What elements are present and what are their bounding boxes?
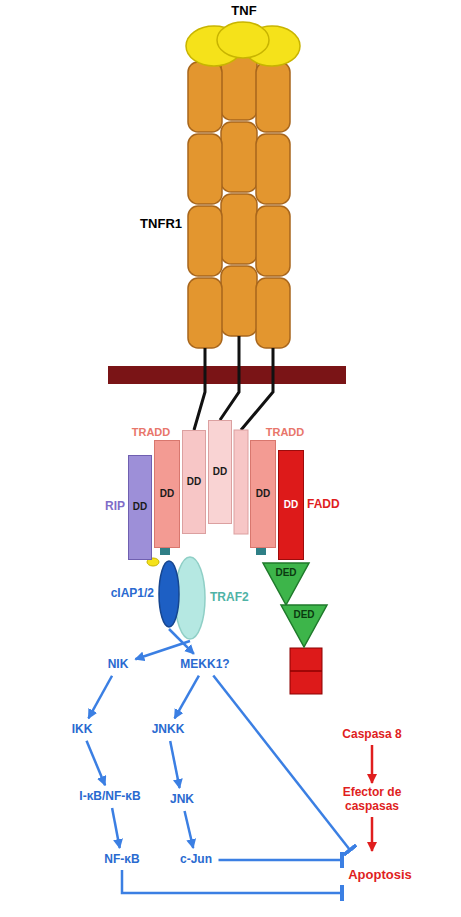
pathway-protein: NIK [104,656,133,674]
node-label: Efector de caspasas [332,786,412,814]
death-domain: DD [182,430,206,534]
protein-name: TRADD [266,426,305,439]
node-label: DD [187,476,201,488]
activation-arrow [371,817,374,851]
caspase-step: Efector de caspasas [328,784,416,816]
activation-arrow [185,811,194,848]
death-domain [234,430,248,534]
receptor-domain [221,266,257,336]
activation-arrow [371,745,374,783]
activation-arrow [170,741,179,788]
node-label: JNK [170,793,194,807]
tradd-domain: TRADDDD [154,440,180,548]
node-label: DD [133,501,147,513]
node-label: I-κB/NF-κB [79,790,140,804]
ciap-protein-outline [158,560,180,628]
receptor-domain [256,134,290,204]
node-label: DED [293,609,314,621]
domain-divider [290,670,322,672]
fadd-domain: FADDDD [278,450,304,560]
protein-name: FADD [307,498,340,512]
ded-shape [281,605,327,647]
pathway-protein: NF-κB [100,851,144,869]
receptor-stalks [194,336,273,430]
apoptosis-outcome: Apoptosis [344,852,416,898]
pathway-protein: I-κB/NF-κB [75,788,145,806]
pathway-protein: MEKK1? [176,656,234,674]
protein-shape [159,561,179,627]
node-label: DED [275,567,296,579]
node-label: JNKK [152,723,185,737]
node-label: c-Jun [180,853,212,867]
receptor-domain [188,206,222,276]
activation-arrow [175,676,199,719]
pathway-protein: JNKK [148,721,189,739]
receptor-stalk [241,348,273,430]
node-label: DD [213,466,227,478]
rip-domain: RIPDD [128,455,152,560]
receptor-domain [221,122,257,192]
protein-name: cIAP1/2 [111,587,154,601]
node-label: DD [284,499,298,511]
receptor-domain [221,194,257,264]
node-label: DD [160,488,174,500]
receptor-stalk [220,336,239,420]
tradd-domain: TRADDDD [250,440,276,548]
caspase-8-prodomain [290,648,322,694]
tradd-tail [256,548,266,555]
node-label: DD [256,488,270,500]
ded-domain: DED [262,562,310,606]
activation-arrow [87,741,106,785]
node-label: MEKK1? [180,658,229,672]
receptor-domain [256,278,290,348]
protein-shape [175,557,205,639]
ded-domain: DED [280,604,328,648]
node-label: NIK [108,658,129,672]
tradd-tail [160,548,170,555]
pathway-protein: c-Jun [176,851,217,869]
receptor-domain [256,62,290,132]
node-label: Caspasa 8 [342,728,401,742]
activation-arrow [88,676,112,719]
activation-arrow [112,808,120,848]
pathway-protein: IKK [68,721,97,739]
ligand-name: TNF [231,4,256,19]
tnfr1-receptor [188,50,290,348]
receptor-domain [256,206,290,276]
node-label: IKK [72,723,93,737]
pathway-protein: JNK [166,791,199,809]
receptor-domain [188,62,222,132]
caspase-step: Caspasa 8 [338,726,406,744]
receptor-stalk [194,348,205,430]
inhibition-line [213,676,350,850]
cell-membrane [108,366,346,384]
ciap-protein: cIAP1/2 [158,560,180,628]
protein-name: TRAF2 [210,591,249,605]
receptor-name: TNFR1 [140,217,182,232]
receptor-domain [188,134,222,204]
activation-arrow [135,641,190,659]
inhibition-line [219,859,343,862]
receptor-domain [188,278,222,348]
tnf-ligand [186,22,300,66]
protein-name: TRADD [132,426,171,439]
ded-shape [263,563,309,605]
ligand-lobe [217,22,269,58]
node-label: Apoptosis [348,868,412,883]
death-domain: DD [208,420,232,524]
inhibition-line [122,870,342,893]
protein-name: RIP [105,500,125,514]
node-label: NF-κB [104,853,139,867]
